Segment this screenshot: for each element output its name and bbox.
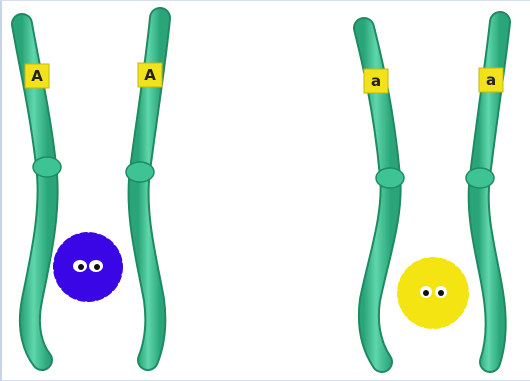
centromere — [33, 157, 61, 177]
gene-label-A-1: A — [31, 67, 43, 85]
recessive-creature — [400, 260, 466, 326]
centromere — [466, 168, 494, 188]
gene-label-a-1: a — [371, 72, 381, 90]
chromosome-left-2: A — [126, 18, 162, 360]
gene-label-A-2: A — [144, 66, 156, 84]
centromere — [376, 168, 404, 188]
chromosome-left-1: A — [22, 24, 61, 360]
dominant-creature — [56, 235, 120, 299]
gene-label-a-2: a — [486, 71, 496, 89]
chromosome-right-2: a — [466, 22, 503, 362]
centromere — [126, 162, 154, 182]
chromosome-right-1: a — [364, 28, 404, 362]
